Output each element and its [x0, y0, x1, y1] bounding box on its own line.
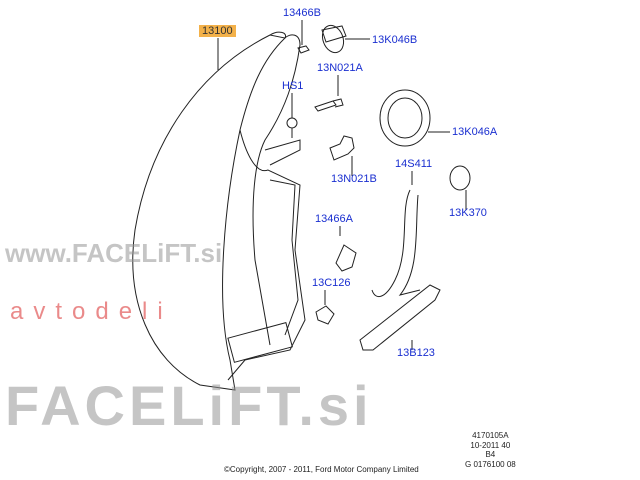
part-label-13K046A[interactable]: 13K046A [452, 126, 498, 138]
cap-13K046B [321, 24, 345, 54]
reference-block: 4170105A 10-2011 40 B4 G 0176100 08 [465, 431, 516, 469]
bulb-13N021B [329, 135, 355, 161]
reference-line: B4 [485, 450, 496, 459]
part-label-13B123[interactable]: 13B123 [397, 347, 435, 359]
part-label-14S411[interactable]: 14S411 [395, 158, 433, 170]
part-label-13N021B[interactable]: 13N021B [331, 173, 377, 185]
reference-line: G 0176100 08 [465, 459, 516, 469]
ring-13K046A [379, 89, 431, 147]
screw-HS1 [286, 117, 298, 129]
reference-line: 10-2011 40 [470, 440, 511, 450]
part-label-13466A[interactable]: 13466A [315, 213, 353, 225]
part-label-13C126[interactable]: 13C126 [312, 277, 351, 289]
bulb-13466A [335, 244, 357, 272]
bulb-13N021A [314, 98, 344, 112]
part-label-HS1[interactable]: HS1 [282, 80, 304, 92]
part-label-13K370[interactable]: 13K370 [449, 207, 487, 219]
watermark-sub: avtodeli [10, 298, 173, 325]
part-label-13K046B[interactable]: 13K046B [372, 34, 418, 46]
watermark-brand: FACELiFT.si [5, 374, 373, 437]
copyright: ©Copyright, 2007 - 2011, Ford Motor Comp… [224, 465, 419, 474]
socket-13K370 [449, 165, 471, 191]
headlamp-lens [132, 34, 287, 391]
watermark-bottom: www.FACELiFT.si [5, 238, 223, 268]
part-label-13100[interactable]: 13100 [199, 25, 236, 37]
part-label-13466B[interactable]: 13466B [283, 7, 321, 19]
bracket-13B123 [359, 284, 441, 351]
clip-13C126 [315, 305, 335, 325]
clip-13466B [297, 45, 310, 54]
harness-14S411 [371, 189, 421, 298]
reference-line: 4170105A [472, 431, 509, 440]
part-label-13N021A[interactable]: 13N021A [317, 62, 363, 74]
